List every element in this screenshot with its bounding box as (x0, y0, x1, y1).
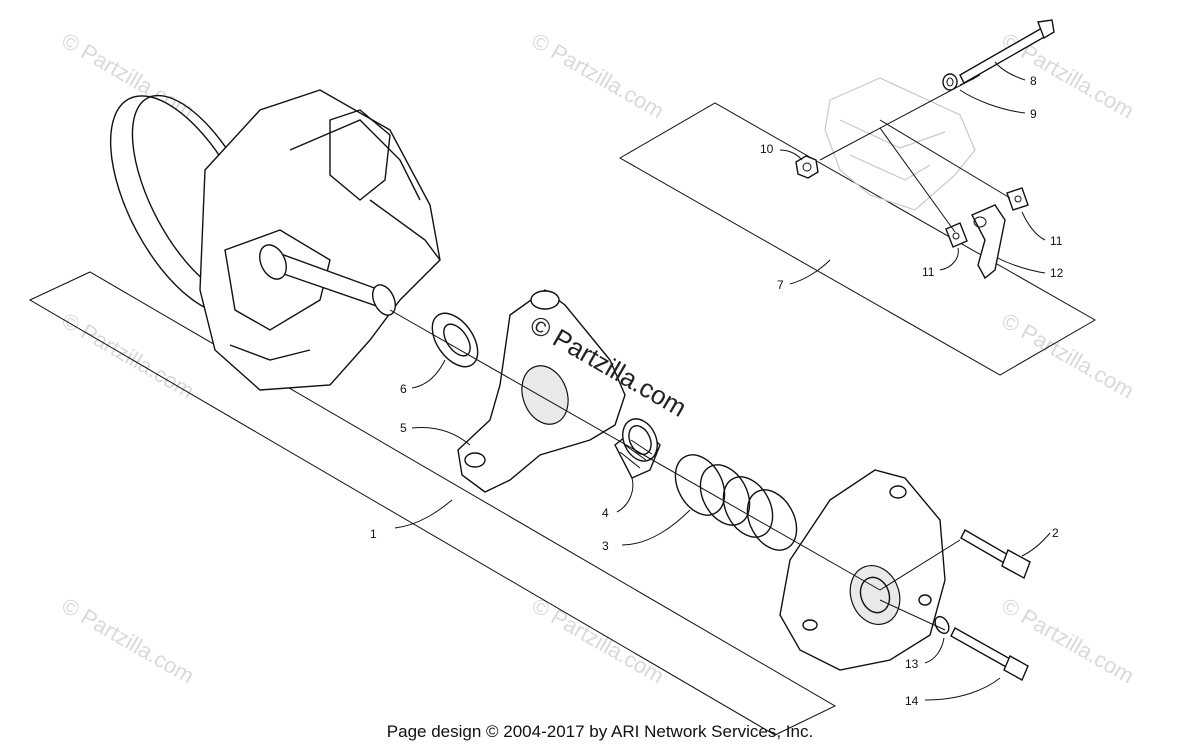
watermark: © Partzilla.com (528, 593, 669, 689)
callout-12: 12 (1050, 266, 1064, 280)
clutch-housing (109, 89, 441, 391)
shim-part-11a (1006, 187, 1029, 211)
callout-11b: 11 (922, 265, 935, 279)
subassembly-frame (618, 102, 1097, 376)
bolt-part-8 (959, 19, 1055, 86)
ghost-bracket (824, 77, 976, 211)
callout-8: 8 (1030, 74, 1037, 88)
callout-14: 14 (905, 694, 919, 708)
spring-part-3 (674, 454, 798, 551)
callout-10: 10 (760, 142, 774, 156)
assembly-frame (28, 271, 837, 736)
callout-5: 5 (400, 421, 407, 435)
callout-1: 1 (370, 527, 377, 541)
callout-6: 6 (400, 382, 407, 396)
washer-part-9 (942, 73, 958, 91)
nut-part-10 (795, 155, 819, 179)
callout-7: 7 (777, 278, 784, 292)
bolt-part-14 (950, 627, 1029, 681)
callout-11a: 11 (1050, 234, 1063, 248)
watermark: © Partzilla.com (58, 308, 199, 404)
callout-2: 2 (1052, 526, 1059, 540)
callout-labels: 1 2 3 4 5 6 7 8 9 10 11 11 12 13 14 (370, 74, 1064, 708)
watermark: © Partzilla.com (998, 308, 1139, 404)
bolt-part-2 (960, 529, 1031, 580)
spider-arm-part-5 (457, 289, 626, 493)
roller-weight-part-12 (971, 204, 1006, 280)
explosion-lines (389, 74, 1011, 631)
footer-copyright: Page design © 2004-2017 by ARI Network S… (386, 722, 814, 741)
watermark: © Partzilla.com (528, 28, 669, 124)
washer-part-6 (431, 312, 479, 368)
callout-3: 3 (602, 539, 609, 553)
washer-part-13 (934, 615, 950, 635)
callout-13: 13 (905, 657, 919, 671)
bushing-part-4 (614, 418, 661, 479)
callout-9: 9 (1030, 107, 1037, 121)
watermark: © Partzilla.com (58, 593, 199, 689)
cover-plate (779, 469, 946, 671)
leader-lines (394, 61, 1051, 701)
shim-part-11b (945, 222, 968, 248)
callout-4: 4 (602, 506, 609, 520)
